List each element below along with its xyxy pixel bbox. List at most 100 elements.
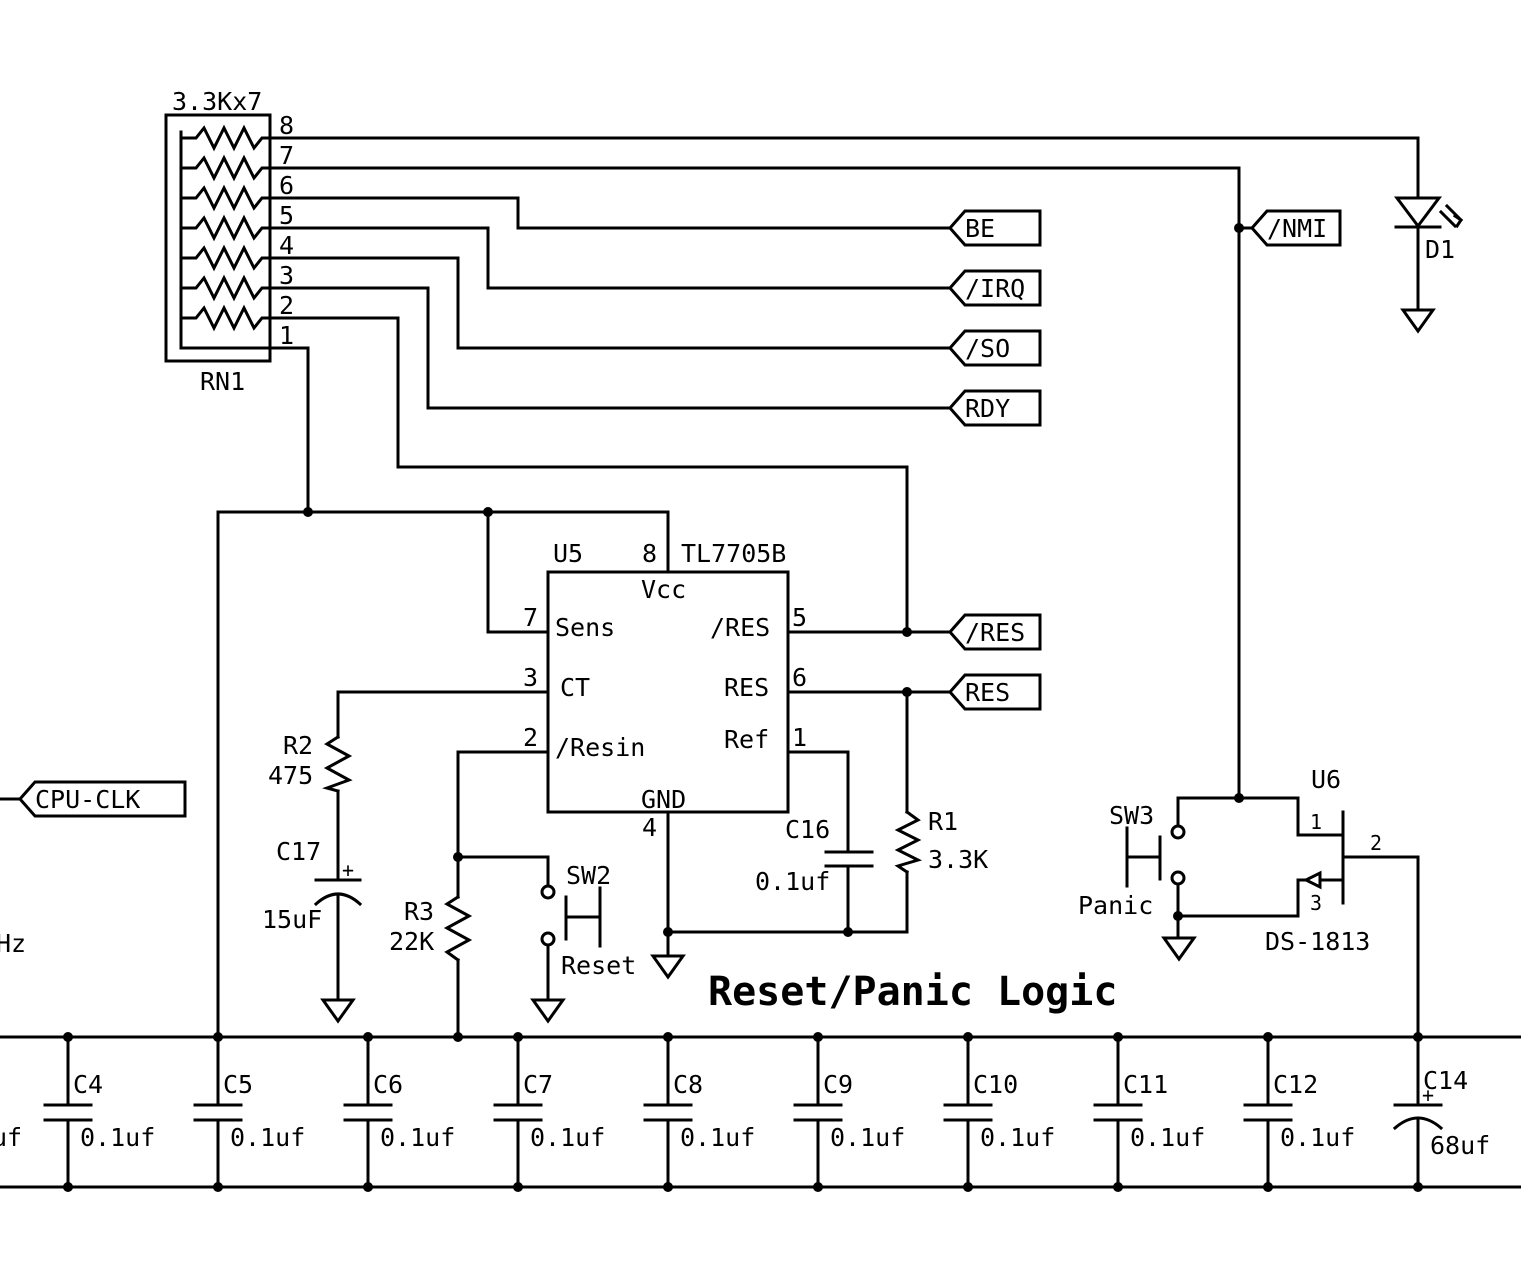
junction-dot xyxy=(213,1182,223,1192)
net-labels: BE/IRQ/SO RDY/NMI/RES RES CPU-CLK xyxy=(0,209,1342,818)
rn1-pin-7: 7 xyxy=(279,141,294,170)
junction-dot xyxy=(1263,1032,1273,1042)
rn1-pin-1: 1 xyxy=(279,321,294,350)
junction-dot xyxy=(963,1182,973,1192)
u5-pin-3: 3 xyxy=(523,663,538,692)
junction-dot xyxy=(902,627,912,637)
cap-value: 0.1uf xyxy=(980,1123,1055,1152)
cap-value: 0.1uf xyxy=(380,1123,455,1152)
junction-dot xyxy=(843,927,853,937)
resistor-element xyxy=(179,154,272,182)
decoupling-capacitors: C40.1ufC50.1ufC60.1ufC70.1ufC80.1ufC90.1… xyxy=(43,1032,1490,1192)
junction-dot xyxy=(483,507,493,517)
cap-value: 0.1uf xyxy=(230,1123,305,1152)
capacitor-c8: C80.1uf xyxy=(643,1032,755,1192)
junction-dot xyxy=(363,1032,373,1042)
u5-ref: U5 xyxy=(553,539,583,568)
net-label-cpu-clk: CPU-CLK xyxy=(17,780,187,818)
ic-u5: U5 TL7705B 8 Vcc 7 Sens 3 CT 2 /Resin 5 … xyxy=(523,539,807,842)
resistor-r3: R3 22K xyxy=(389,894,473,963)
u5-pin-ct: CT xyxy=(560,673,590,702)
u5-pin-vcc: Vcc xyxy=(641,575,686,604)
u5-pin-7: 7 xyxy=(523,603,538,632)
r3-value: 22K xyxy=(389,927,434,956)
junction-dot xyxy=(1263,1182,1273,1192)
ground-icon xyxy=(1161,936,1197,962)
sw3-ref: SW3 xyxy=(1109,801,1154,830)
rn-wires xyxy=(216,136,1420,1039)
cap-ref: C7 xyxy=(523,1070,553,1099)
capacitor-c6: C6 0.1uf xyxy=(343,1032,455,1192)
rn1-pin-6: 6 xyxy=(279,171,294,200)
junction-dot xyxy=(663,1182,673,1192)
svg-text:RDY: RDY xyxy=(965,394,1010,423)
r2-value: 475 xyxy=(268,761,313,790)
ground-icon xyxy=(650,954,686,980)
cap-value: 0.1uf xyxy=(1130,1123,1205,1152)
cap-ref: C9 xyxy=(823,1070,853,1099)
net-label-be: BE xyxy=(947,209,1042,247)
resistor-element xyxy=(179,124,272,152)
u5-pin-gnd: GND xyxy=(641,785,686,814)
ground-icon xyxy=(320,998,356,1024)
junction-dot xyxy=(1413,1182,1423,1192)
junction-dot xyxy=(963,1032,973,1042)
sw2-label: Reset xyxy=(561,951,636,980)
rn1-pin-4: 4 xyxy=(279,231,294,260)
switch-sw2: SW2 Reset xyxy=(540,861,636,980)
capacitor-c7: C70.1uf xyxy=(493,1032,605,1192)
capacitor-c9: C9 0.1uf xyxy=(793,1032,905,1192)
led-d1: D1 xyxy=(1394,196,1464,334)
u6-pin-2: 2 xyxy=(1370,831,1382,855)
rn1-pin-5: 5 xyxy=(279,201,294,230)
c17-value: 15uF xyxy=(262,905,322,934)
resistor-element xyxy=(179,304,272,332)
u5-pin-5: 5 xyxy=(792,603,807,632)
resistor-r2: R2 475 xyxy=(268,731,353,793)
rn1-pin-3: 3 xyxy=(279,261,294,290)
net-label-rdy: RDY xyxy=(947,389,1042,427)
cap-ref: C6 xyxy=(373,1070,403,1099)
cap-ref: C14 xyxy=(1423,1066,1468,1095)
cap-value: 0.1uf xyxy=(80,1123,155,1152)
cap-ref: C5 xyxy=(223,1070,253,1099)
clock-freq-partial: Hz xyxy=(0,929,26,958)
capacitor-c5: C5 0.1uf xyxy=(193,1032,305,1192)
svg-text:/NMI: /NMI xyxy=(1267,214,1327,243)
c16-value: 0.1uf xyxy=(755,867,830,896)
cap-value: 0.1uf xyxy=(830,1123,905,1152)
svg-text:BE: BE xyxy=(965,214,995,243)
junction-dot xyxy=(363,1182,373,1192)
cap-ref: C11 xyxy=(1123,1070,1168,1099)
junction-dot xyxy=(453,1032,463,1042)
net-label-nnmi: /NMI xyxy=(1249,209,1342,247)
cap-value: 0.1uf xyxy=(1280,1123,1355,1152)
junction-dot xyxy=(1413,1032,1423,1042)
junction-dot xyxy=(663,1032,673,1042)
resistor-element xyxy=(179,184,272,212)
r2-ref: R2 xyxy=(283,731,313,760)
sw2-ref: SW2 xyxy=(566,861,611,890)
svg-text:/SO: /SO xyxy=(965,334,1010,363)
svg-text:/RES: /RES xyxy=(965,618,1025,647)
rn1-ref: RN1 xyxy=(200,367,245,396)
rn1-pin-2: 2 xyxy=(279,291,294,320)
junction-dot xyxy=(513,1182,523,1192)
junction-dot xyxy=(813,1032,823,1042)
ground-icon xyxy=(530,998,566,1024)
cap-ref: C8 xyxy=(673,1070,703,1099)
net-label-res: RES xyxy=(947,673,1042,711)
net-label-nirq: /IRQ xyxy=(947,269,1042,307)
ic-u6: U6 1 2 3 DS-1813 xyxy=(1265,765,1420,1039)
ground-icon xyxy=(1400,308,1436,334)
junction-dot xyxy=(453,852,463,862)
junction-dot xyxy=(813,1182,823,1192)
capacitor-c16: C16 0.1uf xyxy=(755,815,874,896)
capacitor-c4: C40.1uf xyxy=(43,1032,155,1192)
u5-pin-sens: Sens xyxy=(555,613,615,642)
resistor-element xyxy=(179,214,272,242)
u6-pin-1: 1 xyxy=(1310,810,1322,834)
